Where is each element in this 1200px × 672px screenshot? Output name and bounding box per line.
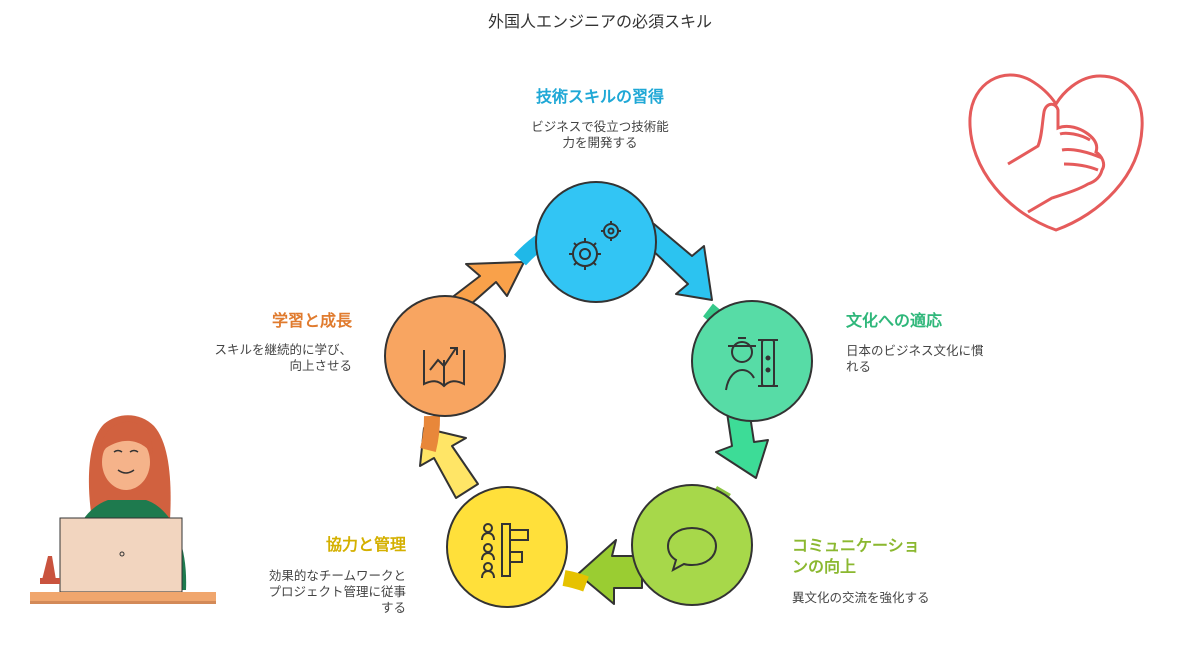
person-scroll-icon bbox=[725, 337, 778, 391]
heart-thumbs-up-icon bbox=[968, 73, 1144, 232]
cycle-arrow-communication-to-collaboration bbox=[577, 539, 643, 605]
step-label-communication: コミュニケーションの向上 bbox=[792, 536, 920, 576]
step-desc-communication: 異文化の交流を強化する bbox=[792, 590, 930, 605]
step-desc-learning: スキルを継続的に学び、向上させる bbox=[214, 342, 352, 373]
team-board-icon bbox=[481, 523, 529, 579]
cycle-arrow-technical-to-culture bbox=[647, 223, 713, 301]
diagram-title: 外国人エンジニアの必須スキル bbox=[487, 12, 712, 31]
woman-laptop-illustration bbox=[30, 415, 216, 604]
step-label-learning: 学習と成長 bbox=[271, 311, 352, 330]
step-label-collaboration: 協力と管理 bbox=[325, 535, 406, 554]
step-node-collaboration bbox=[446, 486, 568, 608]
step-desc-technical-skills: ビジネスで役立つ技術能力を開発する bbox=[531, 119, 669, 150]
step-node-culture bbox=[691, 300, 813, 422]
step-node-communication bbox=[631, 484, 753, 606]
speech-bubble-icon bbox=[666, 526, 718, 573]
step-label-culture: 文化への適応 bbox=[846, 311, 943, 330]
book-growth-icon bbox=[423, 347, 465, 388]
step-label-technical-skills: 技術スキルの習得 bbox=[535, 87, 664, 106]
step-desc-culture: 日本のビジネス文化に慣れる bbox=[846, 343, 984, 374]
step-desc-collaboration: 効果的なチームワークとプロジェクト管理に従事する bbox=[268, 568, 406, 615]
step-node-technical-skills bbox=[535, 181, 657, 303]
gears-icon bbox=[569, 221, 621, 270]
step-node-learning bbox=[384, 295, 506, 417]
